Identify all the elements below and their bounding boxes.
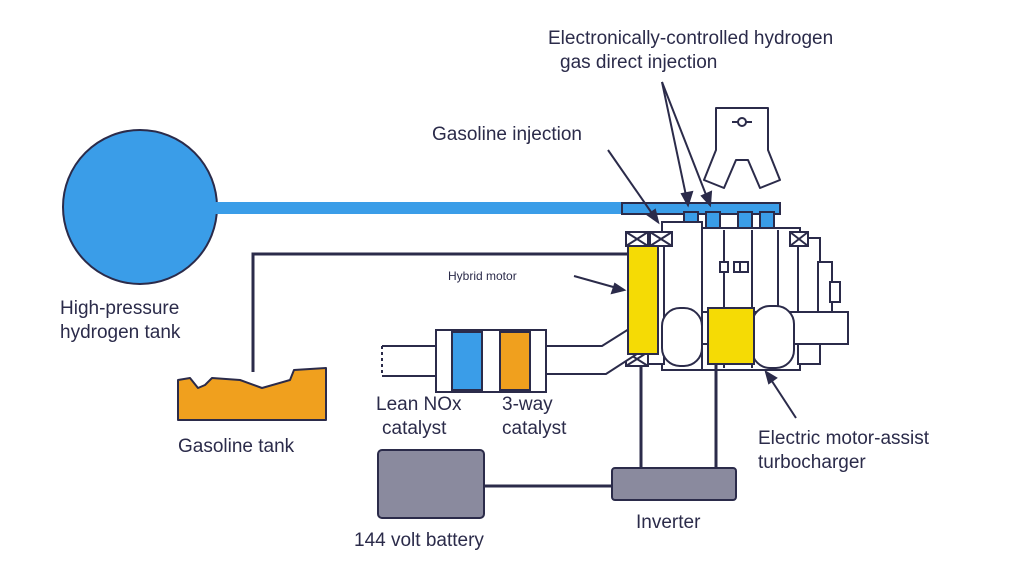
- injector: [737, 211, 753, 229]
- crank-pin: [737, 117, 747, 127]
- h2-injection-label-2: gas direct injection: [560, 52, 717, 73]
- hydrogen-line: [215, 202, 625, 214]
- gasoline-tank-label: Gasoline tank: [178, 436, 295, 457]
- injector: [759, 211, 775, 229]
- injector: [705, 211, 721, 229]
- lean-nox-label-2: catalyst: [382, 418, 447, 439]
- gasoline-line: [251, 252, 805, 372]
- three-way-label-1: 3-way: [502, 394, 553, 415]
- turbocharger: [661, 305, 849, 369]
- hybrid-motor-label: Hybrid motor: [448, 269, 517, 283]
- hybrid-motor: [627, 245, 659, 355]
- gasoline-injector: [625, 231, 809, 367]
- three-way-label-2: catalyst: [502, 418, 567, 439]
- crank-connector: [703, 107, 781, 189]
- h2-injection-label-1: Electronically-controlled hydrogen: [548, 28, 833, 49]
- inverter: [611, 467, 737, 501]
- turbo-label-1: Electric motor-assist: [758, 428, 930, 449]
- inverter-label: Inverter: [636, 512, 701, 533]
- hydrogen-tank: [62, 129, 218, 285]
- h2-tank-label-2: hydrogen tank: [60, 322, 181, 343]
- gasoline-tank: [177, 367, 327, 421]
- battery-label: 144 volt battery: [354, 530, 484, 551]
- h2-tank-label-1: High-pressure: [60, 298, 179, 319]
- fuel-rail: [621, 202, 781, 215]
- turbo-label-2: turbocharger: [758, 452, 866, 473]
- lean-nox-label-1: Lean NOx: [376, 394, 462, 415]
- leader-arrows: [573, 81, 797, 419]
- gasoline-injection-label: Gasoline injection: [432, 124, 582, 145]
- three-way-catalyst: [499, 331, 531, 391]
- battery: [377, 449, 485, 519]
- lean-nox-catalyst: [451, 331, 483, 391]
